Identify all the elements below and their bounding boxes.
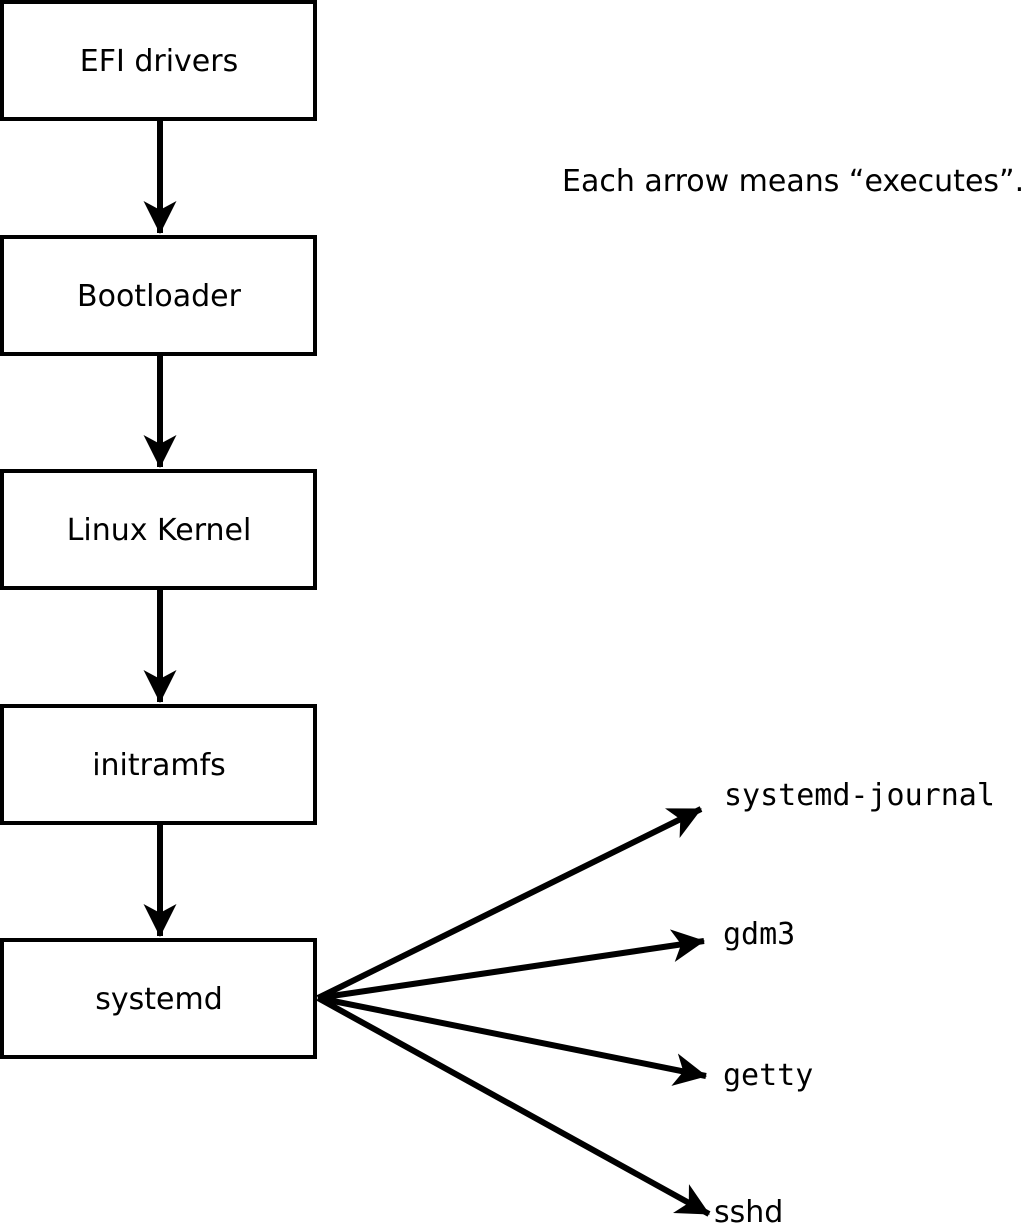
target-systemd-journal-label: systemd-journal: [724, 778, 995, 813]
target-gdm3-label: gdm3: [723, 917, 795, 952]
node-bootloader: Bootloader: [0, 235, 317, 356]
node-initramfs: initramfs: [0, 704, 317, 825]
node-efi-drivers: EFI drivers: [0, 0, 317, 121]
node-initramfs-box: [0, 704, 317, 825]
target-sshd-label: sshd: [714, 1195, 783, 1230]
node-initramfs-label: initramfs: [92, 748, 226, 783]
node-linux-kernel-label: Linux Kernel: [67, 513, 252, 548]
target-getty-label: getty: [723, 1058, 813, 1093]
arrow-systemd-to-gdm3: [317, 929, 705, 1001]
node-linux-kernel: Linux Kernel: [0, 469, 317, 590]
node-bootloader-label: Bootloader: [77, 279, 242, 314]
node-systemd-label: systemd: [95, 982, 223, 1017]
node-efi-drivers-box: [0, 0, 317, 121]
node-bootloader-box: [0, 235, 317, 356]
arrow-systemd-to-sshd: [316, 995, 711, 1217]
node-efi-drivers-label: EFI drivers: [80, 44, 238, 79]
arrow-systemd-to-getty: [317, 995, 707, 1086]
node-systemd-box: [0, 938, 317, 1059]
diagram-caption: Each arrow means “executes”.: [562, 164, 1023, 199]
arrow-systemd-to-journal: [316, 806, 703, 1001]
node-systemd: systemd: [0, 938, 317, 1059]
